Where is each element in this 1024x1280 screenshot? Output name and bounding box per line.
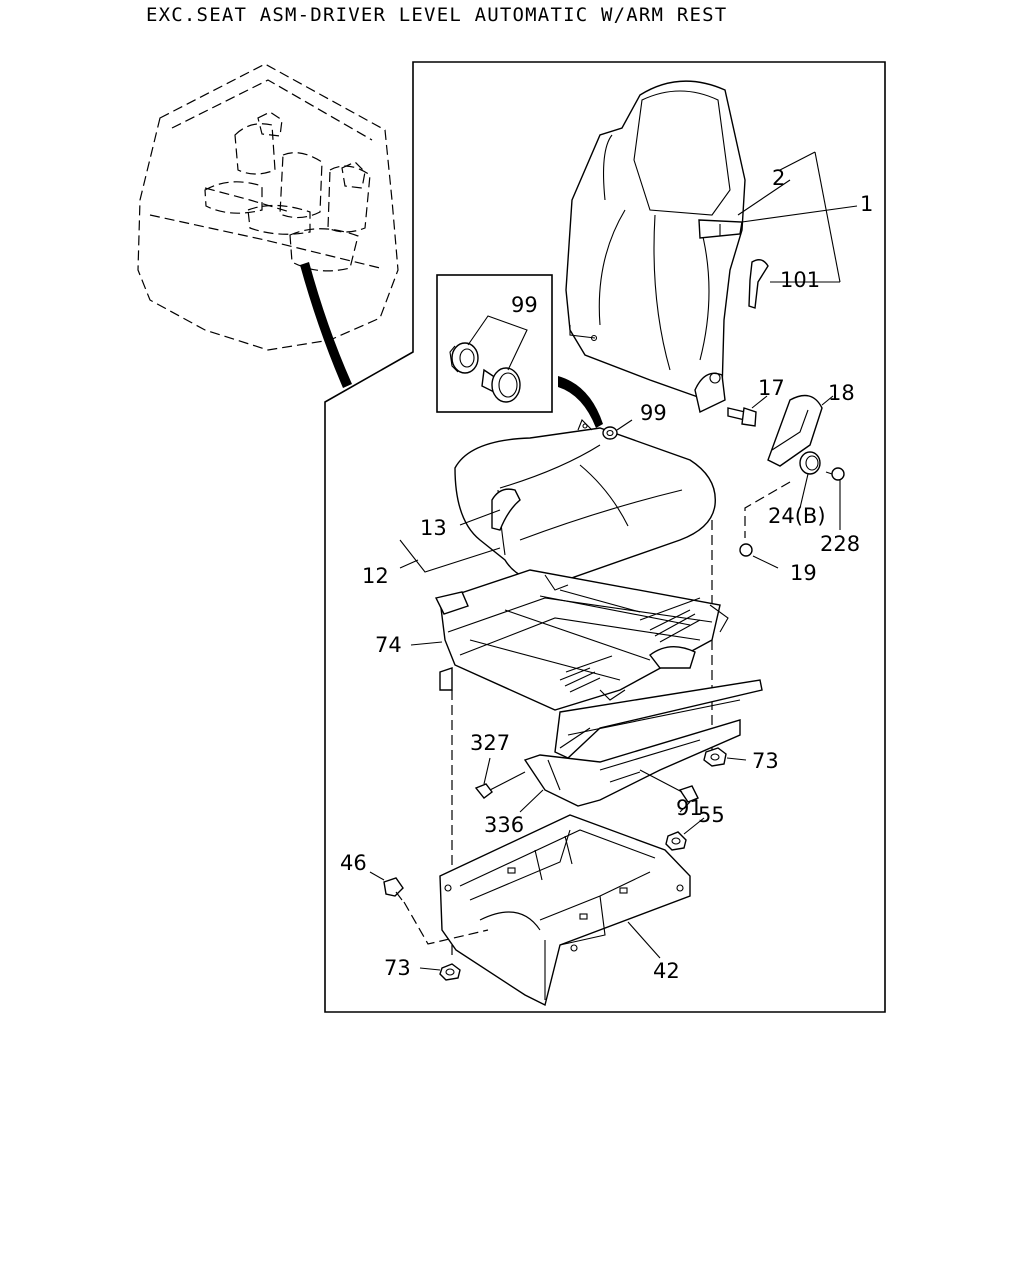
callout-46: 46 <box>340 851 367 875</box>
callout-1: 1 <box>860 192 873 216</box>
cab-overview <box>137 63 399 351</box>
callout-73-right: 73 <box>752 749 779 773</box>
bolt-17 <box>727 407 757 427</box>
callout-13: 13 <box>420 516 447 540</box>
callout-99: 99 <box>640 401 667 425</box>
pointer-arrow-cab <box>300 262 352 388</box>
diagram-title: EXC.SEAT ASM-DRIVER LEVEL AUTOMATIC W/AR… <box>146 4 728 26</box>
arm-rest-cover <box>767 394 823 467</box>
screw-228 <box>825 467 845 481</box>
callout-18: 18 <box>828 381 855 405</box>
nut-73-right <box>703 747 727 767</box>
recline-lever <box>748 259 769 309</box>
inset-box <box>436 274 553 413</box>
bolt-19 <box>739 543 753 557</box>
callout-12: 12 <box>362 564 389 588</box>
nut-55 <box>665 831 687 851</box>
callout-228: 228 <box>820 532 860 556</box>
seat-riser-42 <box>439 814 691 1007</box>
cap-24b <box>799 451 821 475</box>
pointer-arrow-inset <box>558 376 603 428</box>
callout-17: 17 <box>758 376 785 400</box>
callout-99-inset: 99 <box>511 293 538 317</box>
nut-73-left <box>439 963 461 981</box>
bolt-327 <box>474 771 526 799</box>
button-cap-icon <box>481 367 521 403</box>
bracket-336 <box>523 719 741 807</box>
callout-336: 336 <box>484 813 524 837</box>
callout-74: 74 <box>375 633 402 657</box>
grommet-99 <box>602 426 618 440</box>
seat-back <box>565 80 746 414</box>
diagram-frame <box>324 61 886 1013</box>
callout-2: 2 <box>772 166 785 190</box>
bolt-91 <box>639 769 699 803</box>
callout-101: 101 <box>780 268 820 292</box>
callout-42: 42 <box>653 959 680 983</box>
callout-91: 91 <box>676 796 703 820</box>
callout-73-left: 73 <box>384 956 411 980</box>
push-nut-icon <box>449 342 479 374</box>
seat-slide-rail <box>554 679 763 759</box>
callout-24b: 24(B) <box>768 504 826 528</box>
callout-327: 327 <box>470 731 510 755</box>
seat-suspension-frame <box>434 569 729 711</box>
callout-19: 19 <box>790 561 817 585</box>
bolt-46 <box>383 877 404 901</box>
seat-cushion <box>454 419 716 584</box>
callout-55: 55 <box>698 803 725 827</box>
